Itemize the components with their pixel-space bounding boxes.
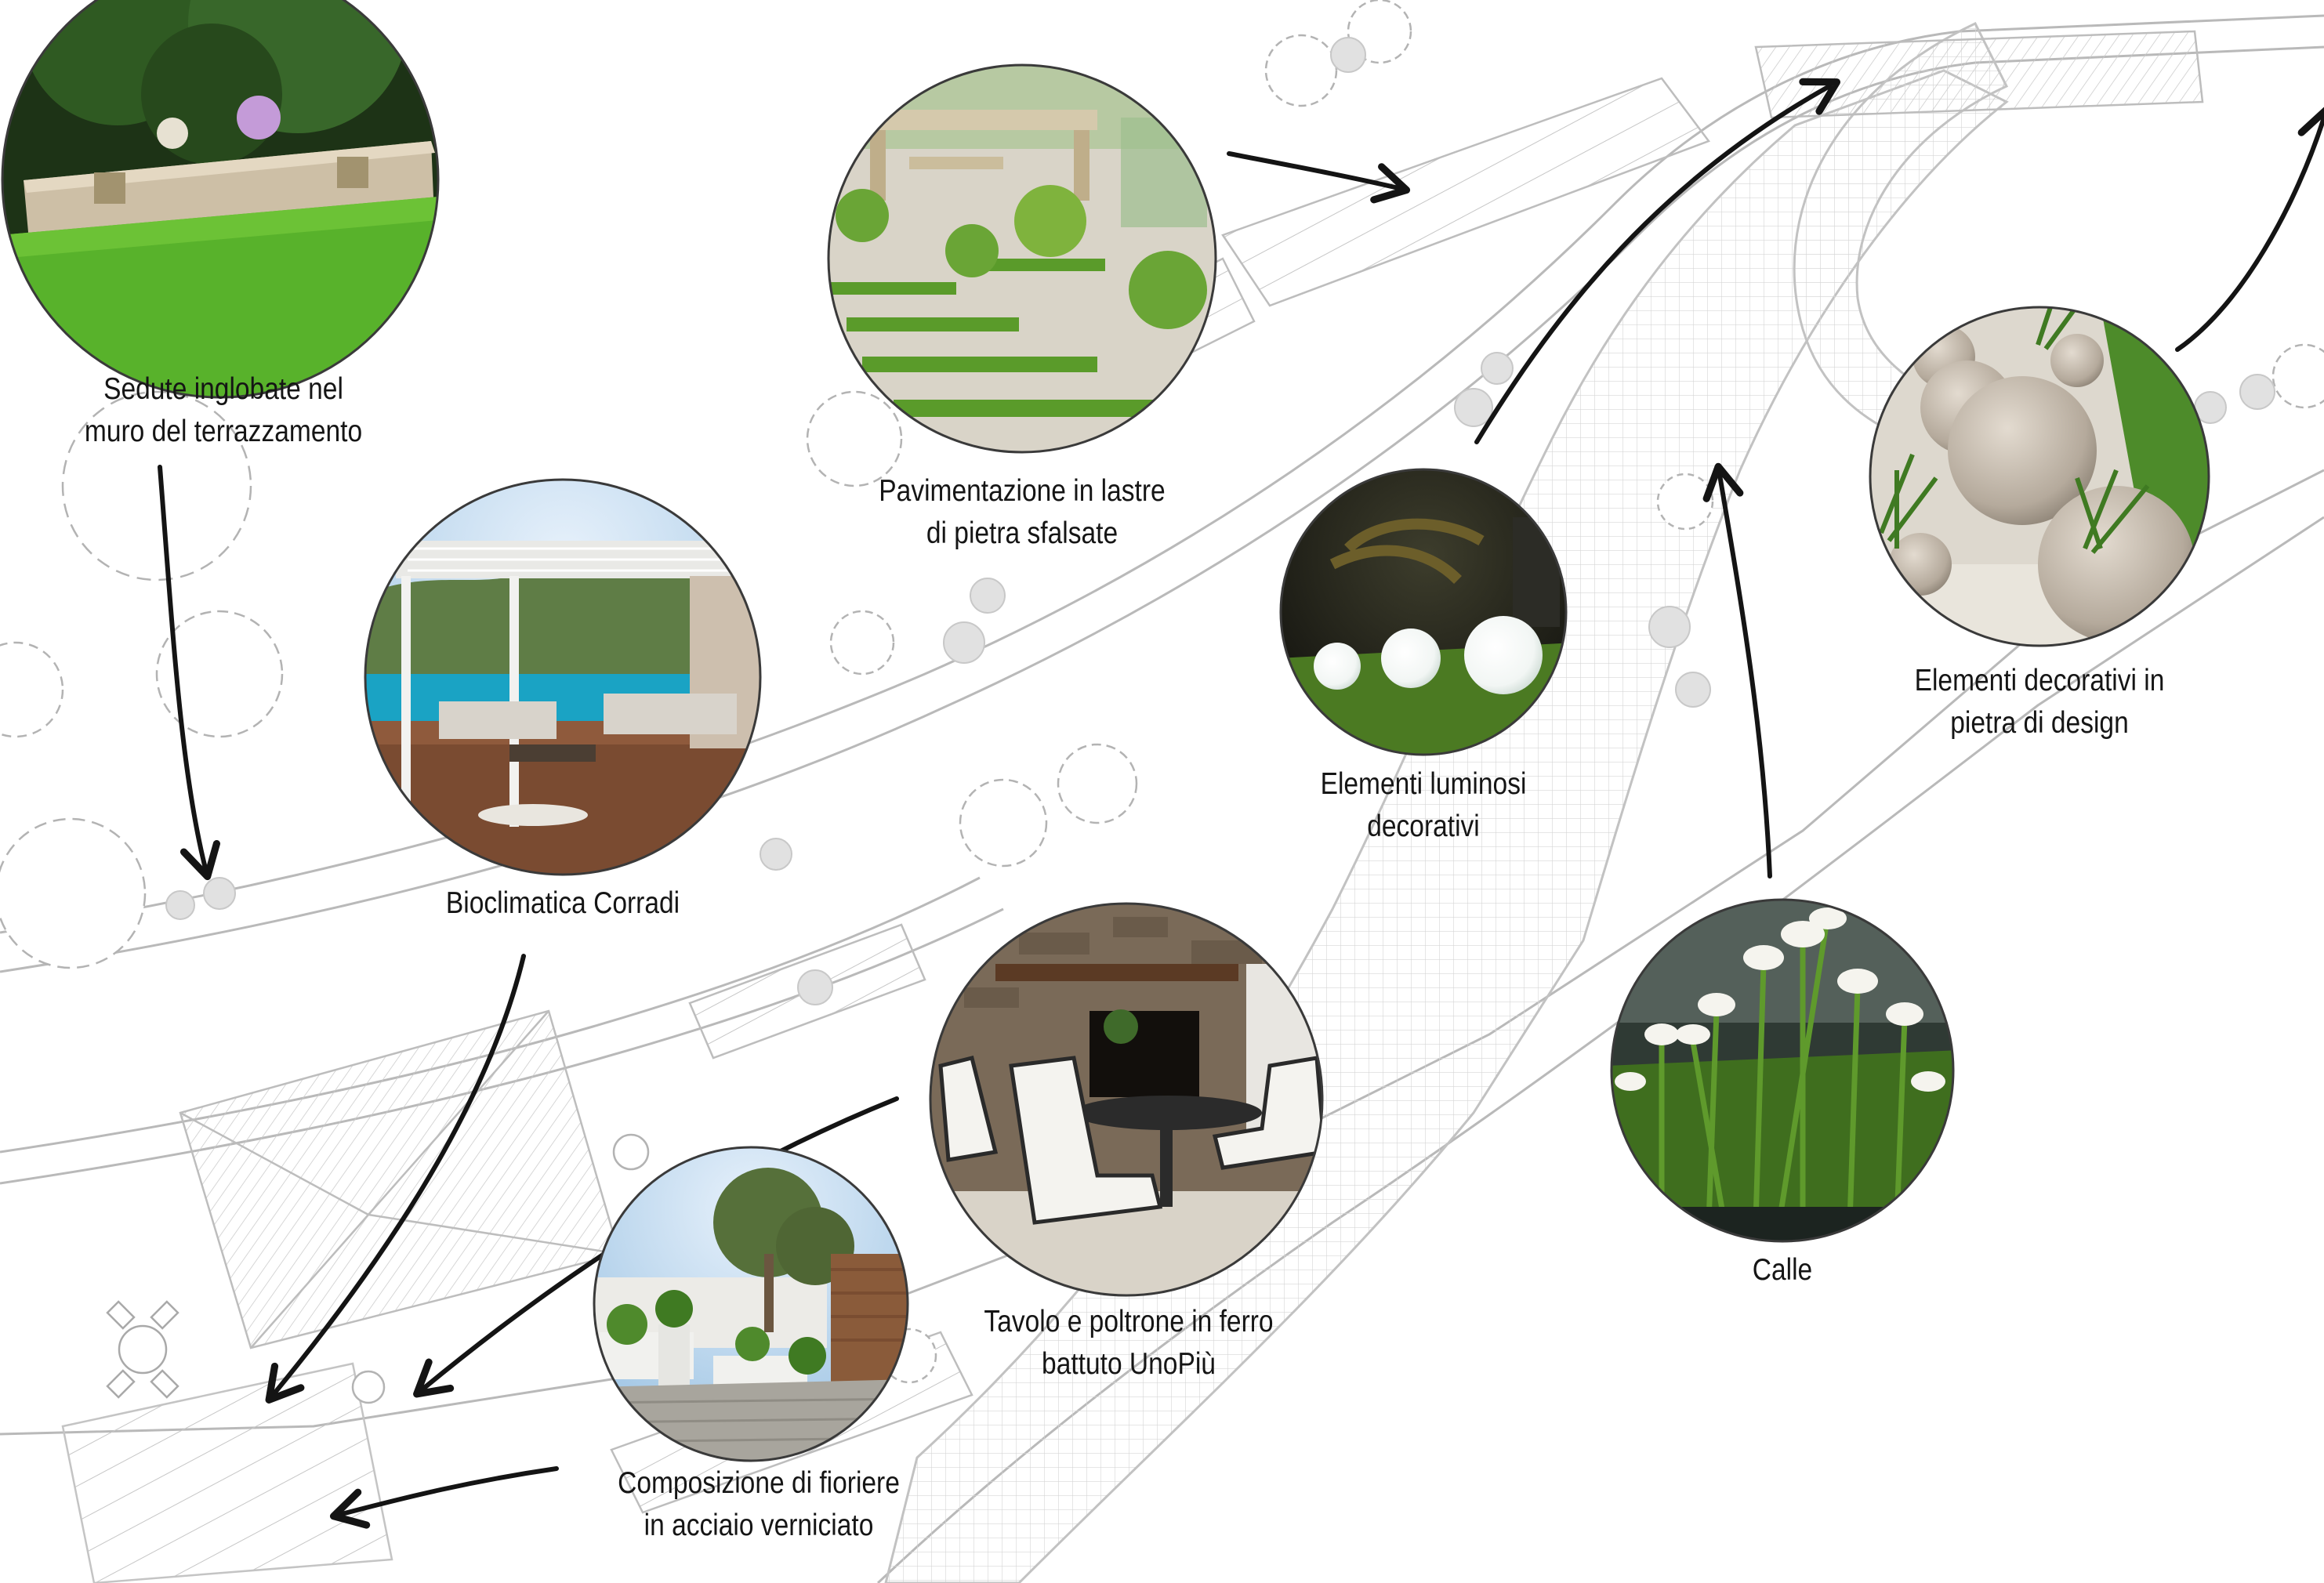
caption-pavimentazione-line-2: di pietra sfalsate: [926, 516, 1118, 550]
photo-decorativi-pietra: [1870, 307, 2209, 646]
caption-pavimentazione-line-1: Pavimentazione in lastre: [879, 474, 1166, 508]
caption-calle: Calle: [1681, 1249, 1883, 1291]
caption-luminosi: Elementi luminosi decorativi: [1262, 763, 1586, 848]
photo-sedute: [2, 0, 438, 397]
tree-symbol-icon: [0, 0, 2324, 1404]
caption-fioriere-line-1: Composizione di fioriere: [618, 1466, 900, 1500]
caption-bioclimatica: Bioclimatica Corradi: [394, 882, 731, 925]
caption-bioclimatica-line-1: Bioclimatica Corradi: [445, 886, 680, 920]
photo-fioriere: [594, 1147, 908, 1461]
photo-tavolo: [930, 904, 1322, 1295]
house-roof: [179, 1009, 621, 1349]
caption-calle-line-1: Calle: [1752, 1253, 1813, 1287]
caption-decorativi-pietra: Elementi decorativi in pietra di design: [1871, 660, 2208, 744]
caption-decorativi-pietra-line-1: Elementi decorativi in: [1914, 664, 2165, 697]
caption-tavolo-line-2: battuto UnoPiù: [1042, 1347, 1216, 1381]
caption-sedute: Sedute inglobate nel muro del terrazzame…: [58, 368, 388, 453]
caption-luminosi-line-1: Elementi luminosi: [1320, 767, 1527, 801]
caption-fioriere: Composizione di fioriere in acciaio vern…: [590, 1462, 927, 1547]
caption-tavolo: Tavolo e poltrone in ferro battuto UnoPi…: [960, 1301, 1297, 1386]
caption-fioriere-line-2: in acciaio verniciato: [644, 1509, 874, 1542]
caption-luminosi-line-2: decorativi: [1367, 810, 1480, 843]
caption-decorativi-pietra-line-2: pietra di design: [1950, 706, 2129, 740]
photo-pavimentazione: [828, 65, 1216, 452]
shrub-cluster: [165, 37, 2275, 1062]
photo-bioclimatica: [365, 480, 760, 875]
caption-pavimentazione: Pavimentazione in lastre di pietra sfals…: [854, 470, 1191, 555]
caption-tavolo-line-1: Tavolo e poltrone in ferro: [984, 1305, 1274, 1338]
caption-sedute-line-1: Sedute inglobate nel: [103, 372, 343, 406]
lower-deck: [61, 1362, 393, 1583]
caption-sedute-line-2: muro del terrazzamento: [84, 415, 363, 448]
photo-luminosi: [1281, 469, 1566, 755]
table-chairs-symbol-icon: [106, 1300, 179, 1399]
